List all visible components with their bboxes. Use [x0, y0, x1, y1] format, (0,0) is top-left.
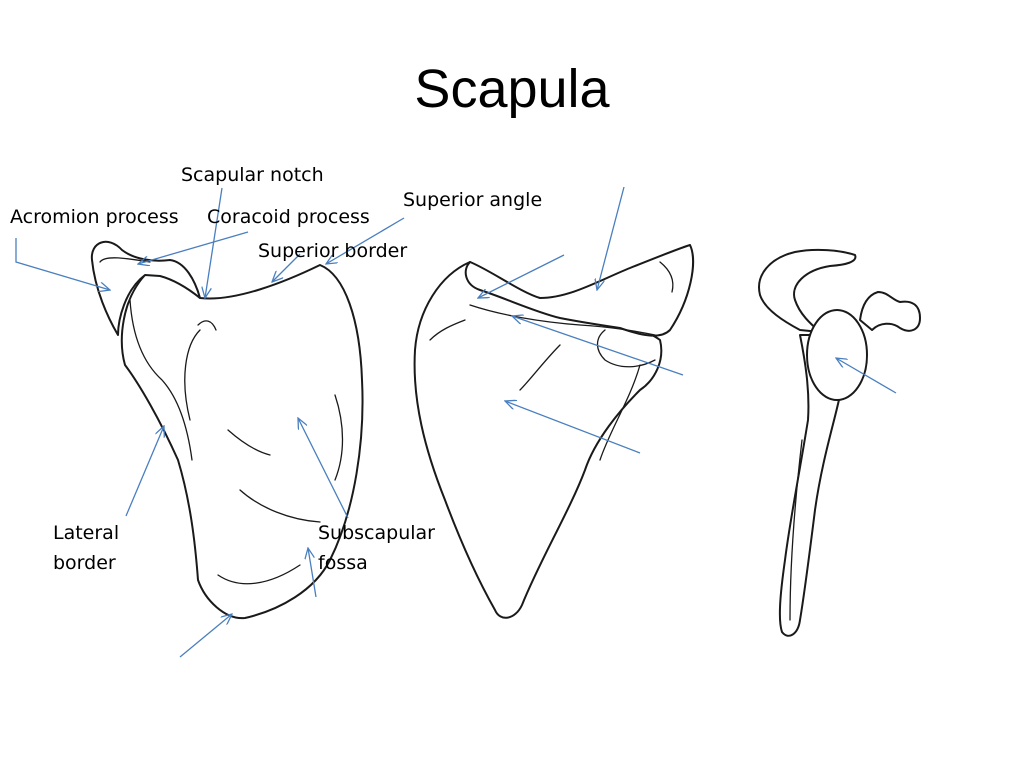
- scapula-lateral-view: [758, 248, 921, 637]
- label-superior-angle: Superior angle: [403, 189, 543, 211]
- posterior-spine-ridge: [469, 304, 656, 336]
- medial-border-arrow: [308, 548, 317, 598]
- acromion-process-shape: [90, 240, 201, 336]
- lateral-coracoid-shape: [859, 291, 921, 332]
- label-lateral-border-line2: border: [53, 552, 116, 575]
- infraspinous-arrow: [505, 401, 641, 454]
- supraspinous-arrow: [478, 254, 565, 298]
- label-superior-border: Superior border: [258, 240, 408, 262]
- label-acromion-process: Acromion process: [10, 206, 179, 228]
- inferior-angle-arrow: [179, 614, 232, 658]
- label-subscapular-fossa-line2: fossa: [318, 552, 368, 575]
- glenoid-edge: [197, 320, 217, 331]
- label-subscapular-fossa: Subscapular fossa: [318, 518, 435, 579]
- label-coracoid-process: Coracoid process: [207, 206, 370, 228]
- slide-title: Scapula: [414, 59, 610, 119]
- posterior-lateral-ridge: [599, 364, 641, 461]
- scapula-posterior-view: [413, 244, 694, 619]
- posterior-fossa-line-1: [519, 344, 561, 391]
- posterior-acromion-line: [659, 261, 674, 293]
- glenoid-cavity-arrow: [836, 358, 897, 394]
- acromion-process-arrow: [15, 238, 110, 290]
- label-subscapular-fossa-line1: Subscapular: [318, 522, 435, 544]
- fossa-curve-3: [239, 489, 321, 523]
- lower-angle-curve: [217, 564, 301, 585]
- label-lateral-border: Lateral border: [53, 518, 119, 579]
- lateral-blade-inner-line: [789, 439, 803, 621]
- fossa-curve-4: [334, 394, 344, 481]
- pointer-arrows: [15, 186, 897, 658]
- posterior-spine-acromion: [464, 244, 694, 337]
- lateral-acromion-shape: [758, 248, 857, 333]
- subscapular-fossa-arrow: [298, 418, 349, 519]
- spine-arrow: [512, 316, 684, 376]
- lateral-blade-shape: [778, 334, 842, 637]
- coracoid-process-arrow: [138, 231, 249, 264]
- lateral-border-arrow: [125, 426, 164, 517]
- acromion-posterior-arrow: [597, 186, 625, 290]
- glenoid-cavity-shape: [806, 309, 868, 401]
- fossa-curve-1: [184, 329, 201, 421]
- posterior-glenoid-curve: [596, 329, 656, 368]
- posterior-fossa-line-2: [429, 319, 466, 341]
- label-scapular-notch: Scapular notch: [181, 164, 324, 186]
- anterior-rim-line: [129, 299, 193, 461]
- label-lateral-border-line1: Lateral: [53, 522, 120, 544]
- fossa-curve-2: [227, 429, 271, 456]
- superior-border-arrow: [272, 253, 301, 282]
- scapular-notch-arrow: [205, 187, 223, 298]
- superior-angle-arrow: [326, 217, 405, 264]
